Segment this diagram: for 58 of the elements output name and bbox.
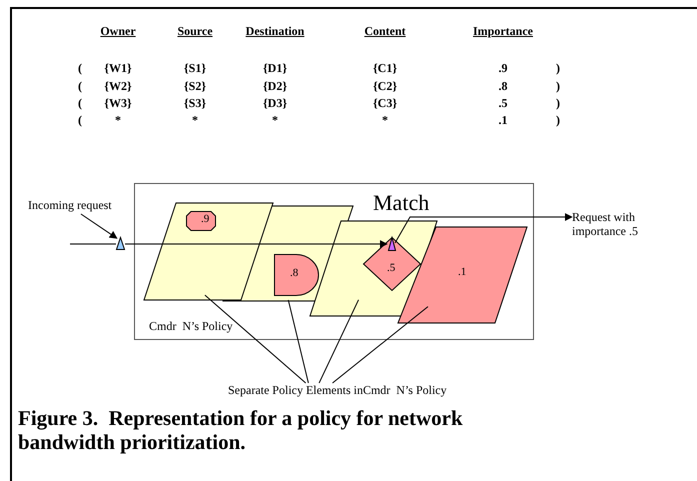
table-cell: ( bbox=[78, 114, 82, 126]
table-cell: {W2} bbox=[104, 80, 132, 92]
figure-caption: Figure 3. Representation for a policy for network bandwidth prioritization. bbox=[18, 406, 464, 454]
column-header: Owner bbox=[100, 25, 136, 37]
table-cell: * bbox=[382, 114, 388, 126]
table-cell: {D1} bbox=[262, 62, 288, 74]
column-header: Source bbox=[177, 25, 213, 37]
table-cell: * bbox=[115, 114, 121, 126]
table-cell: {C1} bbox=[372, 62, 398, 74]
table-cell: * bbox=[192, 114, 198, 126]
column-header: Content bbox=[364, 25, 406, 37]
arrow bbox=[124, 240, 388, 248]
annotation-text: Separate Policy Elements inCmdr N’s Policy bbox=[228, 383, 496, 398]
column-header: Destination bbox=[246, 25, 304, 37]
table-cell: {S2} bbox=[184, 80, 206, 92]
importance-value: .1 bbox=[458, 267, 466, 278]
table-cell: .1 bbox=[498, 114, 508, 126]
octagon-shape bbox=[186, 211, 216, 231]
d-shape bbox=[274, 254, 319, 296]
decision-diamond bbox=[363, 237, 421, 291]
table-cell: ) bbox=[556, 80, 560, 92]
table-cell: ( bbox=[78, 97, 82, 109]
leader-line bbox=[318, 299, 360, 384]
importance-value: .9 bbox=[201, 214, 210, 225]
table-cell: .9 bbox=[498, 62, 508, 74]
table-cell: {S1} bbox=[184, 62, 206, 74]
table-cell: ) bbox=[556, 97, 560, 109]
match-label: Match bbox=[373, 192, 430, 214]
arrow bbox=[80, 214, 118, 239]
table-cell: {W3} bbox=[104, 97, 132, 109]
table-cell: {D2} bbox=[262, 80, 288, 92]
table-cell: {W1} bbox=[104, 62, 132, 74]
triangle-marker bbox=[388, 237, 396, 251]
table-cell: ( bbox=[78, 62, 82, 74]
table-cell: ) bbox=[556, 114, 560, 126]
table-cell: ( bbox=[78, 80, 82, 92]
table-cell: * bbox=[272, 114, 278, 126]
policy-frame bbox=[134, 183, 534, 340]
table-cell: {S3} bbox=[184, 97, 206, 109]
table-cell: .5 bbox=[498, 97, 508, 109]
table-cell: {D3} bbox=[262, 97, 288, 109]
annotation-text: Incoming request bbox=[28, 198, 136, 214]
table-cell: {C2} bbox=[372, 80, 398, 92]
table-cell: ) bbox=[556, 62, 560, 74]
line bbox=[70, 244, 116, 245]
importance-value: .8 bbox=[290, 268, 298, 279]
arrow bbox=[394, 213, 573, 244]
triangle-marker bbox=[116, 237, 125, 250]
importance-value: .5 bbox=[387, 263, 396, 274]
leader-line bbox=[204, 294, 306, 384]
leader-line bbox=[288, 300, 309, 384]
policy-element bbox=[144, 203, 273, 300]
leader-line bbox=[332, 306, 428, 384]
policy-label: Cmdr N’s Policy bbox=[149, 320, 233, 332]
annotation-text: Request with importance .5 bbox=[572, 210, 682, 242]
table-cell: {C3} bbox=[372, 97, 398, 109]
table-cell: .8 bbox=[498, 80, 508, 92]
column-header: Importance bbox=[473, 25, 533, 37]
